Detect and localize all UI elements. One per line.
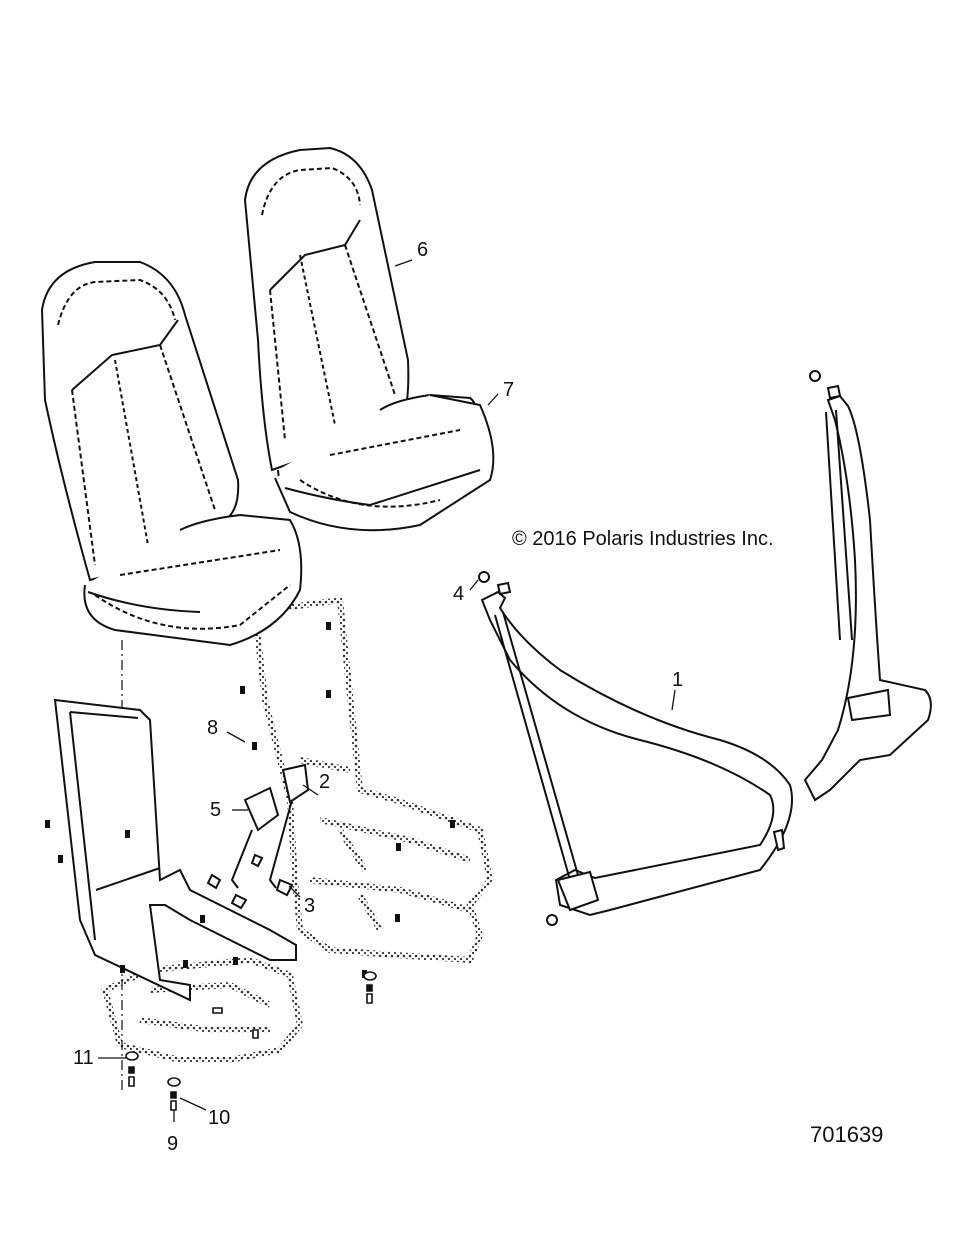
callout-2: 2 bbox=[319, 771, 331, 793]
callout-8: 8 bbox=[207, 717, 219, 739]
callout-10: 10 bbox=[208, 1107, 231, 1129]
callout-6: 6 bbox=[417, 239, 429, 261]
callout-4: 4 bbox=[453, 583, 465, 605]
callout-7: 7 bbox=[503, 379, 515, 401]
floor-plate-phantom-right bbox=[255, 600, 490, 960]
belt-1 bbox=[479, 572, 792, 925]
floor-plate-phantom-left bbox=[105, 960, 300, 1060]
buckle-assemblies bbox=[208, 765, 308, 908]
callout-3: 3 bbox=[304, 895, 316, 917]
belt-2 bbox=[805, 371, 931, 800]
leader-lines bbox=[98, 260, 675, 1122]
seat-left bbox=[42, 262, 301, 645]
copyright-notice: © 2016 Polaris Industries Inc. bbox=[512, 528, 774, 550]
callout-5: 5 bbox=[210, 799, 222, 821]
callout-1: 1 bbox=[672, 669, 684, 691]
hardware-9-11 bbox=[126, 972, 376, 1110]
seat-frame bbox=[55, 700, 296, 1000]
drawing-number: 701639 bbox=[810, 1122, 884, 1147]
seat-right bbox=[245, 148, 493, 530]
callout-9: 9 bbox=[167, 1133, 179, 1155]
callout-11: 11 bbox=[73, 1047, 94, 1069]
